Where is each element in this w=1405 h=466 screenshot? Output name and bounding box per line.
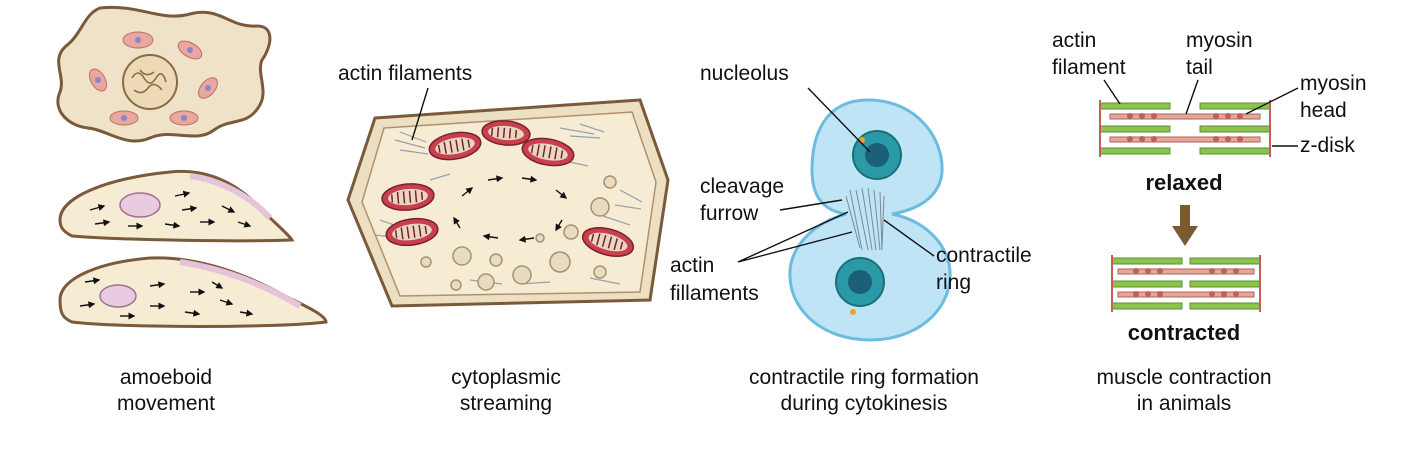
chromatin [131,69,167,94]
label-zdisk: z-disk [1300,134,1355,157]
muscle-caption-line2: in animals [1137,392,1232,415]
cell-1-flow-arrows [89,190,252,230]
leader-nucleolus [807,87,871,153]
cytokinesis-caption-line2: during cytokinesis [781,392,948,415]
contraction-arrow [1172,205,1198,246]
label-nucleolus: nucleolus [700,62,789,85]
label-ring-line1: contractile [936,244,1032,267]
label-actin-filament-line2: filament [1052,56,1126,79]
leader-myosin-tail [1185,79,1199,115]
cytokinesis-caption-line1: contractile ring formation [749,366,979,389]
contractile-ring-fibers [845,187,885,251]
leader-myosin-head [1245,87,1299,115]
cytokinesis-panel: nucleolus cleavage furrow actin fillamen… [670,62,1032,415]
streaming-arrows [453,175,568,243]
amoeboid-caption-line2: movement [117,392,215,415]
label-cleavage-line2: furrow [700,202,759,225]
leader-cleavage-furrow [779,199,843,211]
label-myosin-tail-line1: myosin [1186,29,1253,52]
cell-2-flow-arrows [79,277,254,320]
streaming-caption-line1: cytoplasmic [451,366,561,389]
label-actin-line1: actin [670,254,714,277]
amoeba-nucleus [122,54,178,110]
mitochondria [381,120,635,257]
contracted-sarcomere [1111,255,1261,312]
label-myosin-head-line1: myosin [1300,72,1367,95]
label-myosin-head-line2: head [1300,99,1347,122]
amoeboid-panel: amoeboid movement [56,5,328,415]
plant-cell-interior [361,111,657,297]
muscle-panel: actin filament myosin tail myosin head z… [1052,29,1367,415]
label-cleavage-line1: cleavage [700,175,784,198]
leader-contractile-ring [883,219,935,257]
amoeboid-caption-line1: amoeboid [120,366,212,389]
streaming-panel: actin filaments cytoplasmic streaming [338,62,670,415]
leader-actin-fillaments [737,211,853,263]
muscle-caption-line1: muscle contraction [1096,366,1271,389]
cell-2-nucleus [99,284,137,308]
vesicles [420,175,617,291]
dividing-cell [788,98,952,342]
label-myosin-tail-line2: tail [1186,56,1213,79]
label-ring-line2: ring [936,271,971,294]
leader-actin-filaments [411,87,429,141]
amoeba-inner-cells [88,31,218,126]
leader-actin-filament [1103,79,1121,105]
streaming-caption-line2: streaming [460,392,552,415]
cell-1-nucleus [119,192,161,218]
label-actin-filament-line1: actin [1052,29,1096,52]
label-actin-line2: fillaments [670,282,759,305]
state-relaxed: relaxed [1145,170,1222,195]
relaxed-sarcomere [1099,100,1271,157]
amoeba-inner-nuclei [95,37,211,121]
state-contracted: contracted [1128,320,1240,345]
label-actin-filaments: actin filaments [338,62,472,85]
